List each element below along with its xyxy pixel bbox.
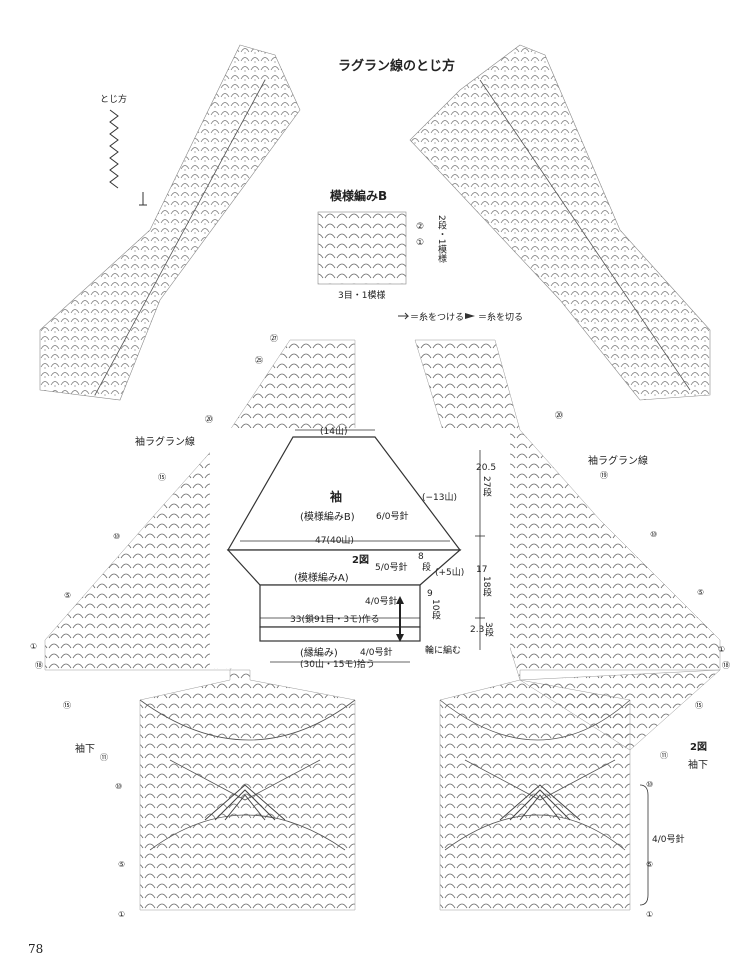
pattern-b-row2: ② (416, 222, 425, 232)
seam-zigzag (109, 109, 119, 189)
schem-cast-on: 33(鎖91目・3モ)作る (290, 615, 380, 625)
left-raglan-label: 袖ラグラン線 (135, 437, 195, 448)
pattern-b-stitch-label: 3目・1模様 (338, 291, 386, 301)
row-marker: ① (118, 910, 126, 919)
legend-cut: ＝糸を切る (478, 313, 524, 323)
schem-increase: (+5山) (435, 568, 465, 578)
row-marker: ⑳ (205, 415, 213, 424)
schem-pattern-a: (模様編みA) (294, 573, 349, 584)
right-fig-label: 2図 (690, 742, 707, 753)
schem-mid-width: 47(40山) (315, 536, 354, 546)
schem-round: 輪に編む (425, 646, 462, 656)
row-marker: ⑤ (697, 588, 705, 597)
schem-h4-rows: 10段 (430, 599, 440, 620)
pattern-b-repeat: 2段・1模様 (436, 215, 446, 263)
schem-h2: 17 (476, 565, 488, 575)
schem-h3: 8 (418, 552, 424, 562)
page-number: 78 (28, 942, 44, 956)
main-title: ラグラン線のとじ方 (338, 59, 456, 74)
schem-sleeve: 袖 (330, 490, 343, 504)
row-marker: ⑲ (600, 471, 608, 480)
row-marker: ① (30, 642, 38, 651)
right-raglan-label: 袖ラグラン線 (588, 456, 648, 467)
row-marker: ⑤ (118, 860, 126, 869)
pattern-b-row1: ① (416, 238, 425, 248)
pattern-b-title: 模様編みB (330, 189, 388, 203)
schem-edging: (縁編み) (300, 648, 338, 659)
left-sleeve-under: 袖下 (75, 744, 95, 755)
schem-h1-rows: 27段 (481, 476, 491, 497)
row-marker: ⑮ (695, 701, 703, 710)
schem-pickup: (30山・15モ)拾う (300, 660, 375, 670)
schem-needle-4: 4/0号針 (365, 597, 398, 607)
row-marker: ⑪ (660, 751, 668, 760)
schem-fig2: 2図 (352, 555, 369, 566)
schem-edging-needle: 4/0号針 (360, 648, 393, 658)
toji-kata-label: とじ方 (100, 95, 128, 105)
row-marker: ⑪ (100, 753, 108, 762)
row-marker: ⑮ (158, 473, 166, 482)
row-marker: ⑤ (64, 591, 72, 600)
row-marker: ⑱ (722, 661, 730, 670)
schem-h3-rows: 段 (420, 562, 430, 571)
schem-h1: 20.5 (476, 463, 497, 473)
pattern-b-swatch (317, 211, 407, 285)
legend-attach: ＝糸をつける (410, 313, 465, 323)
right-needle-label: 4/0号針 (652, 835, 685, 845)
row-marker: ① (718, 645, 726, 654)
schem-h4: 9 (427, 589, 433, 599)
row-marker: ㉕ (255, 356, 263, 365)
schem-h5-rows: 3段 (483, 622, 493, 637)
row-marker: ⑩ (650, 530, 658, 539)
row-marker: ⑱ (35, 661, 43, 670)
schem-decrease: (−13山) (422, 493, 458, 503)
row-marker: ① (646, 910, 654, 919)
schem-h2-rows: 18段 (481, 576, 491, 597)
schem-sleeve-needle: 6/0号針 (376, 512, 409, 522)
row-marker: ㉗ (270, 334, 278, 343)
right-sleeve-under: 袖下 (688, 760, 708, 771)
row-marker: ⑤ (646, 860, 654, 869)
right-raglan-strip (409, 44, 711, 401)
row-marker: ⑩ (113, 532, 121, 541)
schem-top-width: (14山) (320, 427, 348, 437)
sleeve-schematic (210, 428, 510, 668)
row-marker: ⑩ (115, 782, 123, 791)
row-marker: ⑳ (555, 411, 563, 420)
schem-h5: 2.3 (470, 625, 485, 635)
schem-sleeve-pattern: (模様編みB) (300, 512, 355, 523)
row-marker: ⑩ (646, 780, 654, 789)
row-marker: ⑮ (63, 701, 71, 710)
left-raglan-strip (39, 44, 301, 401)
schem-pattern-a-needle: 5/0号針 (375, 563, 408, 573)
